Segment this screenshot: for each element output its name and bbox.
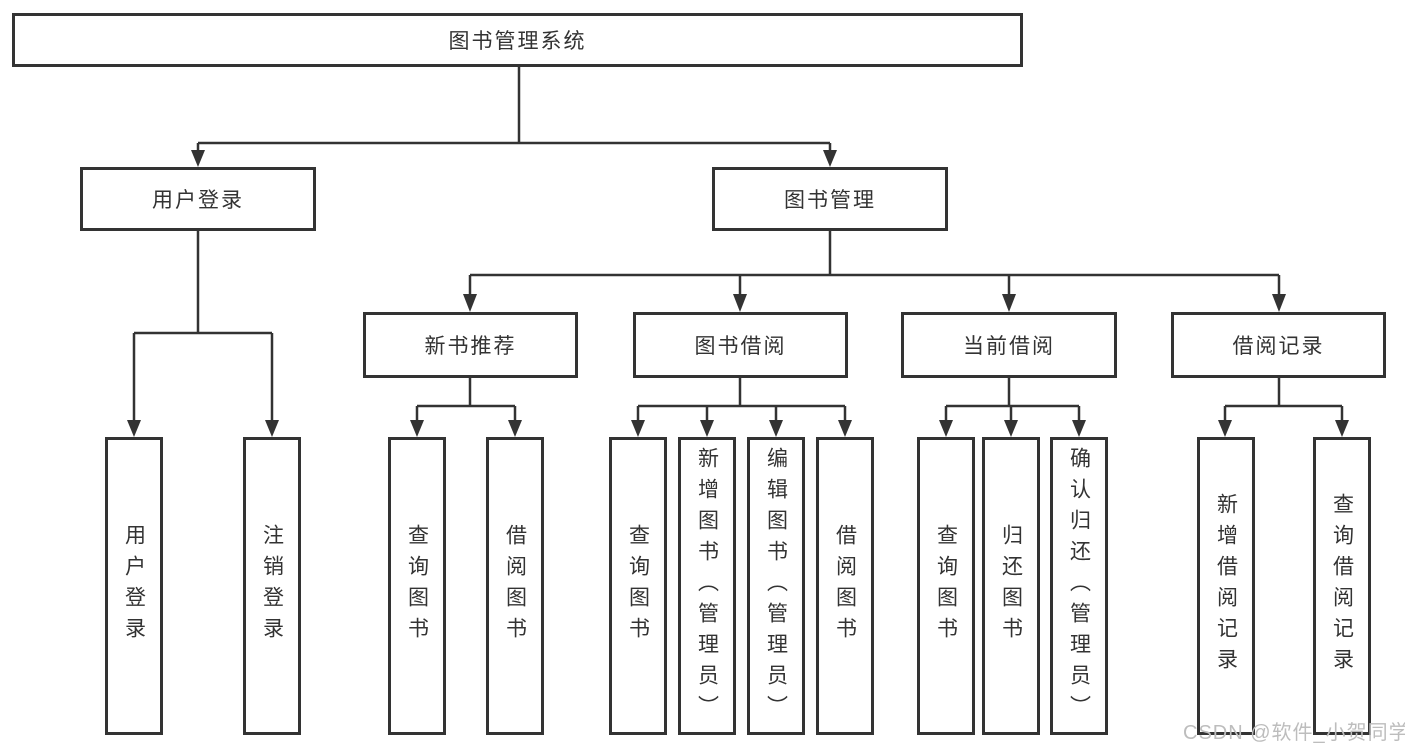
connector-book-borrow-children (631, 378, 852, 437)
root-node-label: 图书管理系统 (448, 30, 587, 53)
connector-borrow-records-children (1218, 378, 1349, 437)
root-node: 图书管理系统 (12, 13, 1023, 67)
leaf-label: 新增借阅记录 (1214, 493, 1238, 679)
leaf-node-add-borrow-record: 新增借阅记录 (1197, 437, 1255, 735)
node-book-management: 图书管理 (712, 167, 948, 231)
leaf-node-query-books-borrow: 查询图书 (609, 437, 667, 735)
csdn-watermark: CSDN @软件_小贺同学 (1183, 722, 1405, 744)
leaf-node-edit-books-admin: 编辑图书（管理员） (747, 437, 805, 735)
leaf-node-borrow-books-recommend: 借阅图书 (486, 437, 544, 735)
connector-current-borrow-children (939, 378, 1086, 437)
leaf-label: 确认归还（管理员） (1067, 446, 1091, 726)
leaf-label: 归还图书 (999, 524, 1023, 648)
node-new-book-recommend-label: 新书推荐 (424, 335, 517, 358)
leaf-label: 查询图书 (934, 524, 958, 648)
node-borrow-records-label: 借阅记录 (1232, 335, 1325, 358)
leaf-label: 用户登录 (122, 524, 146, 648)
leaf-label: 查询图书 (405, 524, 429, 648)
leaf-node-confirm-return-admin: 确认归还（管理员） (1050, 437, 1108, 735)
leaf-label: 查询借阅记录 (1330, 493, 1354, 679)
node-book-borrow: 图书借阅 (633, 312, 848, 378)
connector-user-login-children (127, 231, 279, 437)
leaf-node-logout: 注销登录 (243, 437, 301, 735)
leaf-node-add-books-admin: 新增图书（管理员） (678, 437, 736, 735)
leaf-node-query-books-current: 查询图书 (917, 437, 975, 735)
leaf-node-query-borrow-record: 查询借阅记录 (1313, 437, 1371, 735)
node-book-borrow-label: 图书借阅 (694, 335, 787, 358)
leaf-label: 查询图书 (626, 524, 650, 648)
node-current-borrow-label: 当前借阅 (963, 335, 1055, 358)
node-new-book-recommend: 新书推荐 (363, 312, 578, 378)
connector-root-to-level2 (191, 67, 837, 167)
leaf-label: 新增图书（管理员） (695, 446, 719, 726)
node-user-login-label: 用户登录 (152, 189, 244, 212)
node-current-borrow: 当前借阅 (901, 312, 1117, 378)
leaf-label: 注销登录 (260, 524, 284, 648)
leaf-label: 借阅图书 (503, 524, 527, 648)
connector-book-management-to-level3 (463, 231, 1286, 312)
leaf-node-return-books: 归还图书 (982, 437, 1040, 735)
leaf-node-query-books-recommend: 查询图书 (388, 437, 446, 735)
leaf-node-user-login: 用户登录 (105, 437, 163, 735)
node-book-management-label: 图书管理 (784, 189, 876, 212)
connector-new-book-recommend-children (410, 378, 522, 437)
node-borrow-records: 借阅记录 (1171, 312, 1386, 378)
leaf-node-borrow-books: 借阅图书 (816, 437, 874, 735)
node-user-login: 用户登录 (80, 167, 316, 231)
leaf-label: 借阅图书 (833, 524, 857, 648)
leaf-label: 编辑图书（管理员） (764, 446, 788, 726)
